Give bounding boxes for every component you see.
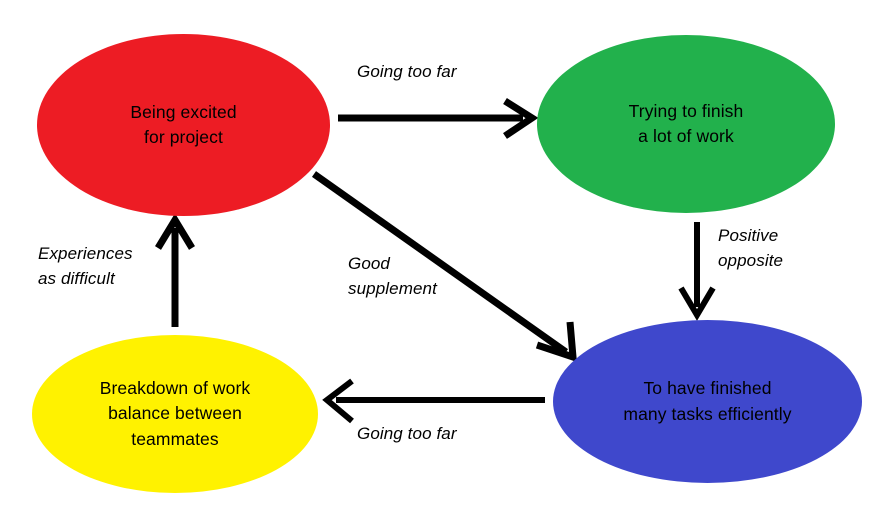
node-label-red: Being excited for project <box>130 101 237 147</box>
node-being-excited-for-project[interactable]: Being excited for project <box>37 34 330 216</box>
edge-label-yellow-to-red: Experiences as difficult <box>38 244 133 288</box>
node-to-have-finished-many-tasks-efficiently[interactable]: To have finished many tasks efficiently <box>553 320 862 483</box>
node-trying-to-finish-a-lot-of-work[interactable]: Trying to finish a lot of work <box>537 35 835 213</box>
edge-red-to-green-arrowhead <box>503 98 539 139</box>
node-label-green: Trying to finish a lot of work <box>628 100 744 146</box>
edge-label-red-to-blue: Good supplement <box>348 254 437 298</box>
edge-label-blue-to-yellow: Going too far <box>357 424 457 443</box>
edge-label-red-to-green: Going too far <box>357 62 457 81</box>
edge-green-to-blue-arrowhead <box>678 286 716 321</box>
node-label-yellow: Breakdown of work balance between teamma… <box>99 377 251 449</box>
edge-blue-to-yellow <box>322 378 545 424</box>
edge-red-to-blue-line <box>311 171 569 355</box>
edge-yellow-to-red-arrowhead <box>155 213 195 250</box>
edge-yellow-to-red <box>155 213 195 327</box>
edge-label-green-to-blue: Positive opposite <box>718 226 784 270</box>
edge-blue-to-yellow-arrowhead <box>322 378 354 424</box>
edge-green-to-blue <box>678 222 716 321</box>
node-label-blue: To have finished many tasks efficiently <box>623 378 792 424</box>
edge-red-to-blue <box>311 171 577 363</box>
node-breakdown-of-work-balance-between-teammates[interactable]: Breakdown of work balance between teamma… <box>32 335 318 493</box>
edge-red-to-green <box>338 98 539 139</box>
edge-red-to-blue-arrowhead <box>535 321 577 363</box>
